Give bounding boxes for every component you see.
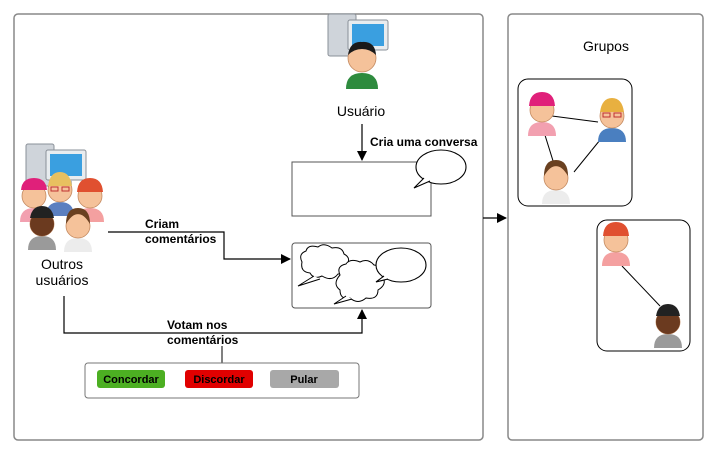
user-label: Usuário [337, 103, 385, 119]
comment-bubble-icon [297, 244, 350, 287]
skip-button-label: Pular [290, 374, 318, 386]
vote-label-line2: comentários [167, 333, 239, 347]
skip-button[interactable] [270, 370, 339, 388]
disagree-button-label: Discordar [193, 374, 245, 386]
create-conversation-label: Cria uma conversa [370, 135, 478, 149]
agree-button[interactable] [97, 370, 165, 388]
conversation-box [291, 161, 432, 217]
group-1-member-1 [527, 92, 557, 137]
comment-label-line1: Criam [145, 217, 179, 231]
group-2-member-1 [601, 222, 631, 267]
main-panel [13, 13, 484, 441]
comment-bubble-icon-2 [333, 259, 385, 305]
user-icon [327, 13, 389, 89]
group-1-member-2 [597, 98, 627, 143]
agree-button-label: Concordar [103, 374, 159, 386]
comment-bubble-icon-3 [375, 247, 427, 283]
group-2-member-2 [653, 304, 683, 349]
group-2-connection [621, 265, 661, 307]
groups-panel [507, 13, 704, 441]
group-1-connections [543, 115, 601, 173]
speech-bubble-icon [413, 149, 467, 189]
disagree-button[interactable] [185, 370, 253, 388]
arrow-others-to-comments [108, 231, 291, 264]
other-users-label-line2: usuários [36, 272, 89, 288]
groups-title: Grupos [583, 38, 629, 54]
vote-label-line1: Votam nos [167, 318, 228, 332]
comment-label-line2: comentários [145, 232, 217, 246]
other-users-icon [19, 143, 105, 253]
group-1-member-3 [541, 160, 571, 205]
other-users-label-line1: Outros [41, 256, 83, 272]
arrow-vote-to-comments [63, 296, 367, 334]
